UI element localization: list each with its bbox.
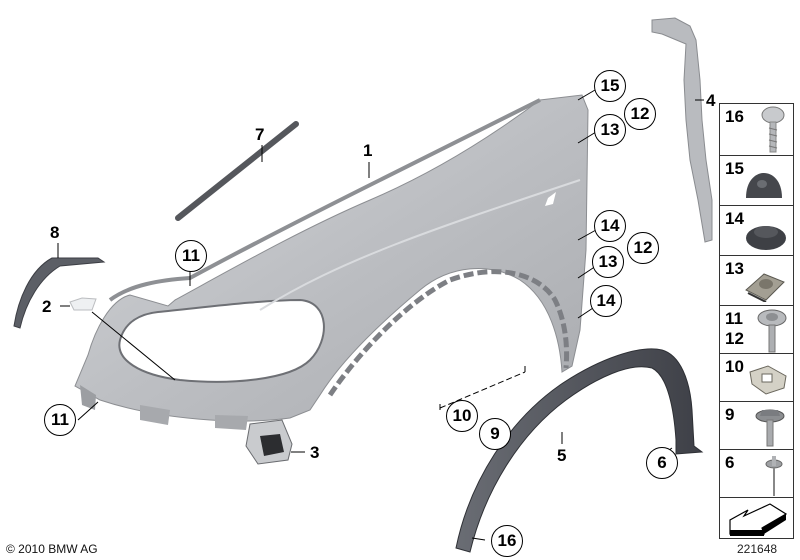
- copyright-notice: © 2010 BMW AG: [6, 542, 98, 556]
- trim-strip-part-8[interactable]: [13, 257, 106, 329]
- callout-6[interactable]: 6: [646, 447, 678, 479]
- hex-screw-icon: [755, 409, 785, 447]
- label-part-7[interactable]: 7: [255, 125, 265, 144]
- legend-item-6[interactable]: 6: [720, 450, 793, 498]
- callout-15[interactable]: 15: [594, 70, 626, 102]
- label-part-8[interactable]: 8: [50, 223, 60, 242]
- collar-screw-icon: [757, 309, 787, 353]
- callout-11-bottom[interactable]: 11: [44, 404, 76, 436]
- label-part-1[interactable]: 1: [363, 141, 373, 160]
- spring-clip-icon: [749, 365, 787, 395]
- callout-14-upper[interactable]: 14: [594, 210, 626, 242]
- cover-part-2[interactable]: [69, 297, 97, 311]
- callout-12-upper[interactable]: 12: [624, 98, 656, 130]
- label-part-5[interactable]: 5: [557, 446, 567, 465]
- callout-13-upper[interactable]: 13: [594, 114, 626, 146]
- support-strip-part-4[interactable]: [651, 17, 713, 243]
- callout-14-lower[interactable]: 14: [590, 285, 622, 317]
- legend-direction-arrow: [720, 498, 793, 538]
- callout-12-lower[interactable]: 12: [627, 232, 659, 264]
- bracket-part-3[interactable]: [245, 419, 293, 465]
- callout-16[interactable]: 16: [491, 525, 523, 557]
- label-part-2[interactable]: 2: [42, 297, 52, 316]
- legend-item-10[interactable]: 10: [720, 354, 793, 402]
- wheel-arch-trim-part-5[interactable]: [455, 348, 704, 553]
- direction-arrow-icon: [729, 503, 788, 536]
- callout-10[interactable]: 10: [446, 400, 478, 432]
- label-part-3[interactable]: 3: [310, 443, 320, 462]
- legend-item-16[interactable]: 16: [720, 104, 793, 156]
- clip-nut-icon: [745, 273, 785, 302]
- fastener-legend: 16 15 14 13: [719, 103, 794, 539]
- diagram-id: 221648: [737, 542, 778, 556]
- callout-9[interactable]: 9: [479, 418, 511, 450]
- rivet-icon: [765, 456, 783, 496]
- label-part-4[interactable]: 4: [706, 91, 716, 110]
- grommet-icon: [746, 226, 786, 250]
- legend-item-9[interactable]: 9: [720, 402, 793, 450]
- callout-13-lower[interactable]: 13: [592, 246, 624, 278]
- legend-item-11-12[interactable]: 11 12: [720, 306, 793, 354]
- sealing-strip-part-7[interactable]: [175, 121, 299, 221]
- fender-part-1[interactable]: [74, 94, 589, 430]
- callout-11-top[interactable]: 11: [175, 240, 207, 272]
- legend-item-15[interactable]: 15: [720, 156, 793, 206]
- legend-item-13[interactable]: 13: [720, 256, 793, 306]
- screw-icon: [761, 106, 785, 153]
- dome-cap-icon: [746, 173, 782, 198]
- legend-item-14[interactable]: 14: [720, 206, 793, 256]
